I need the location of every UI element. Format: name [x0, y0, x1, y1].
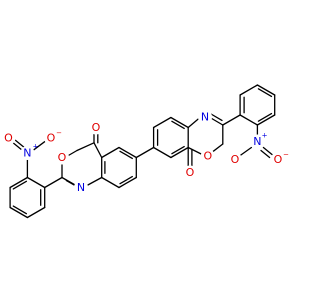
svg-text:O: O — [92, 121, 101, 134]
svg-text:O: O — [47, 132, 56, 145]
svg-text:O: O — [231, 153, 240, 166]
atom-o-nitro-left-a: O − — [44, 129, 62, 145]
atom-o-nitro-left-b: O — [1, 131, 16, 145]
svg-text:−: − — [56, 129, 62, 137]
atom-o-ring-right: O — [200, 149, 215, 163]
left-nitrophenyl — [9, 139, 63, 219]
right-nitrophenyl — [222, 84, 276, 159]
svg-text:N: N — [201, 111, 209, 124]
atom-labels: O O N N + O − O O O — [1, 110, 289, 195]
svg-text:N: N — [23, 147, 31, 160]
left-benzoxazinone-core — [61, 133, 137, 189]
atom-n-ring-right: N — [198, 110, 212, 124]
svg-text:−: − — [283, 151, 289, 159]
atom-n-ring-left: N — [74, 180, 88, 195]
svg-text:N: N — [253, 135, 261, 148]
atom-o-ring-left: O — [55, 150, 69, 165]
atom-n-nitro-right: N + — [250, 132, 268, 149]
svg-text:O: O — [274, 153, 283, 166]
right-benzoxazinone-core — [152, 113, 224, 168]
atom-o-carbonyl-left: O — [88, 120, 103, 135]
biaryl-bond — [135, 146, 155, 159]
chemical-structure: O O N N + O − O O O — [1, 84, 290, 219]
atom-o-nitro-right-b: O — [228, 152, 242, 167]
atom-o-carbonyl-right: O — [183, 165, 197, 180]
svg-text:O: O — [203, 150, 212, 163]
svg-text:N: N — [77, 181, 85, 194]
svg-text:+: + — [262, 132, 268, 140]
atom-n-nitro-left: N + — [20, 143, 39, 160]
svg-text:O: O — [186, 166, 195, 179]
svg-text:O: O — [4, 132, 13, 145]
atom-o-nitro-right-a: O − — [271, 151, 289, 167]
svg-text:+: + — [33, 143, 39, 151]
svg-text:O: O — [58, 151, 67, 164]
